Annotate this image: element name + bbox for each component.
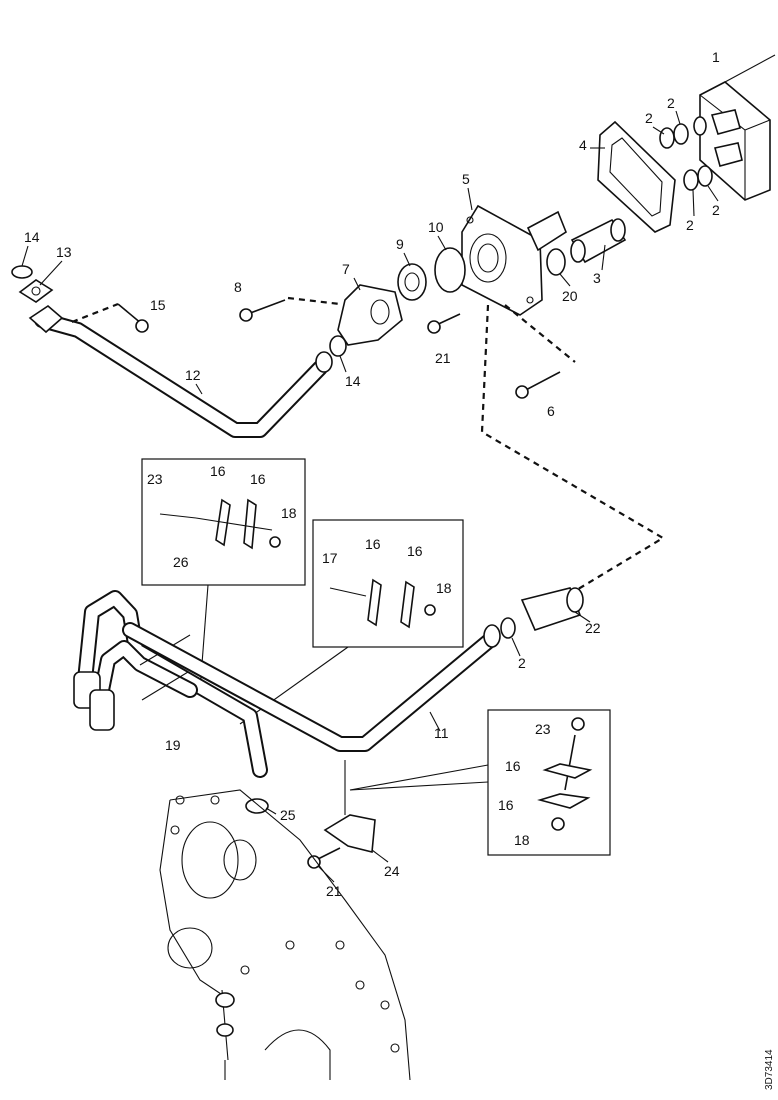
callout-6: 6	[547, 403, 555, 419]
callout-20: 20	[562, 288, 578, 304]
callout-16: 16	[210, 463, 226, 479]
callout-18: 18	[436, 580, 452, 596]
callout-10: 10	[428, 219, 444, 235]
callout-16: 16	[505, 758, 521, 774]
part-12-pipe	[28, 304, 333, 438]
callout-24: 24	[384, 863, 400, 879]
part-15-bolt	[117, 303, 149, 333]
callout-2: 2	[712, 202, 720, 218]
figure-code: 3D73414	[764, 1049, 775, 1090]
callout-7: 7	[342, 261, 350, 277]
callout-labels: 1 2 2 2 2 2 3 4 5 6 7 8 9 10 11 12 13 14…	[24, 49, 720, 899]
callout-16: 16	[250, 471, 266, 487]
detail-box-middle	[239, 519, 464, 725]
callout-12: 12	[185, 367, 201, 383]
part-25-ring	[245, 798, 269, 814]
part-9-thermostat	[397, 263, 427, 301]
callout-16: 16	[365, 536, 381, 552]
callout-2: 2	[518, 655, 526, 671]
callout-14: 14	[24, 229, 40, 245]
part-7-cover	[337, 284, 403, 346]
detail-box-right	[349, 709, 611, 856]
part-10-gasket	[434, 247, 466, 293]
callout-14: 14	[345, 373, 361, 389]
callout-9: 9	[396, 236, 404, 252]
part-24-bracket	[323, 760, 376, 854]
callout-17: 17	[322, 550, 338, 566]
callout-23: 23	[535, 721, 551, 737]
part-4-plate	[597, 120, 676, 233]
callout-3: 3	[593, 270, 601, 286]
part-6-bolt	[515, 371, 561, 399]
callout-1: 1	[712, 49, 720, 65]
callout-26: 26	[173, 554, 189, 570]
part-21-bolt-upper	[427, 313, 461, 334]
callout-8: 8	[234, 279, 242, 295]
callout-19: 19	[165, 737, 181, 753]
part-3-tube	[570, 218, 627, 264]
callout-2: 2	[667, 95, 675, 111]
callout-18: 18	[514, 832, 530, 848]
part-19-pipe	[73, 590, 268, 778]
part-22-connector	[520, 587, 584, 631]
callout-4: 4	[579, 137, 587, 153]
o-rings-2-upper	[659, 116, 713, 191]
part-2-ring-lower	[500, 617, 516, 639]
callout-2: 2	[686, 217, 694, 233]
callout-21: 21	[326, 883, 342, 899]
callout-16: 16	[498, 797, 514, 813]
leader-lines	[21, 110, 719, 883]
callout-5: 5	[462, 171, 470, 187]
engine-block	[159, 789, 411, 1081]
callout-23: 23	[147, 471, 163, 487]
part-14-ring-upper	[11, 265, 33, 279]
part-8-bolt	[239, 299, 286, 322]
callout-15: 15	[150, 297, 166, 313]
callout-25: 25	[280, 807, 296, 823]
part-1-housing	[699, 54, 776, 201]
callout-18: 18	[281, 505, 297, 521]
callout-11: 11	[434, 725, 449, 741]
part-14-ring-lower	[329, 335, 347, 357]
part-21-bolt-lower	[307, 847, 341, 869]
callout-2: 2	[645, 110, 653, 126]
detail-box-left	[141, 458, 306, 691]
part-5-thermostat-housing	[461, 204, 567, 316]
part-13-gasket	[18, 279, 54, 303]
callout-22: 22	[585, 620, 601, 636]
callout-21: 21	[435, 350, 451, 366]
callout-16: 16	[407, 543, 423, 559]
part-11-pipe	[122, 622, 501, 752]
part-20-ring	[546, 248, 566, 276]
callout-13: 13	[56, 244, 72, 260]
